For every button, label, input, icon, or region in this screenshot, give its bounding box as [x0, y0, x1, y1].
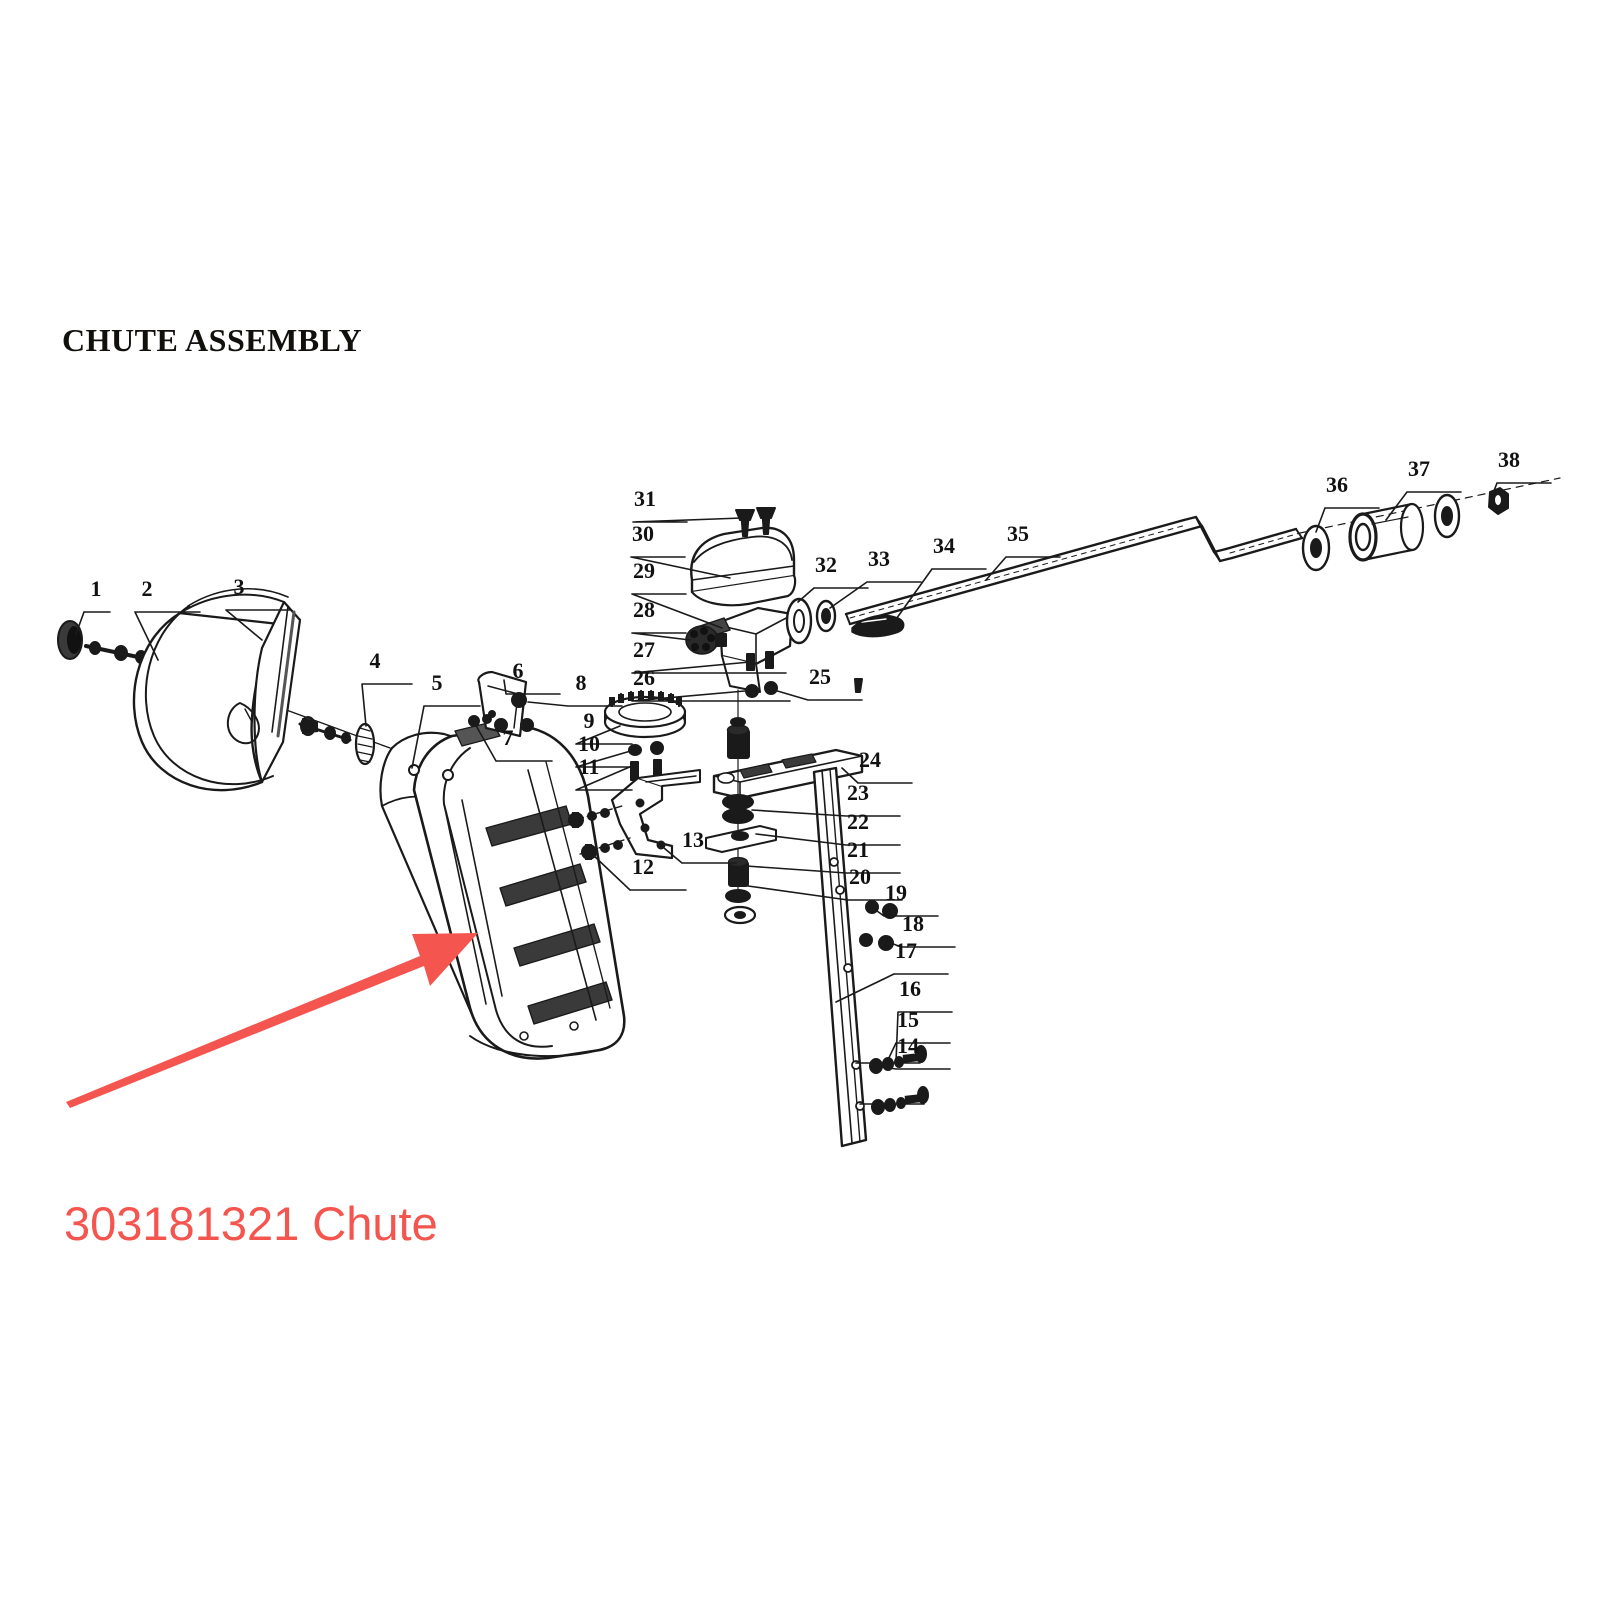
callout-number-12: 12 — [632, 854, 654, 879]
callout-number-38: 38 — [1498, 447, 1520, 472]
part-8-screws — [511, 692, 534, 732]
callout-number-24: 24 — [859, 747, 881, 772]
part-14-16-bolt-sets — [855, 1045, 929, 1115]
part-25-pin — [854, 678, 863, 693]
callout-number-29: 29 — [633, 558, 655, 583]
part-24-top-plate — [712, 748, 864, 800]
callout-number-2: 2 — [142, 576, 153, 601]
callout-number-31: 31 — [634, 486, 656, 511]
callout-number-37: 37 — [1408, 456, 1430, 481]
part-31-screws — [735, 507, 776, 537]
callout-number-25: 25 — [809, 664, 831, 689]
part-20-bushing — [725, 856, 751, 903]
part-5-chute-body — [379, 721, 626, 1060]
callout-number-28: 28 — [633, 597, 655, 622]
callout-number-9: 9 — [584, 708, 595, 733]
part-caption: 303181321 Chute — [64, 1197, 438, 1250]
page-title: CHUTE ASSEMBLY — [62, 322, 363, 358]
part-23-bushing — [726, 717, 750, 759]
part-32-washer — [785, 597, 813, 645]
part-4-wingnut — [298, 716, 376, 766]
part-10-washer — [628, 741, 664, 756]
part-37-end-washer — [1433, 493, 1461, 539]
part-13-bracket — [610, 769, 701, 860]
red-highlight-arrow — [66, 933, 478, 1108]
callout-number-22: 22 — [847, 809, 869, 834]
callout-number-34: 34 — [933, 533, 955, 558]
callout-number-10: 10 — [578, 731, 600, 756]
callout-number-13: 13 — [682, 827, 704, 852]
part-21-plate — [705, 825, 777, 853]
callout-number-1: 1 — [91, 576, 102, 601]
callout-number-21: 21 — [847, 837, 869, 862]
leader-lines — [75, 482, 1552, 1070]
callout-number-16: 16 — [899, 976, 921, 1001]
callout-number-15: 15 — [897, 1007, 919, 1032]
callout-number-26: 26 — [633, 665, 655, 690]
part-17-support-bar — [812, 766, 868, 1148]
callout-number-8: 8 — [576, 670, 587, 695]
callout-number-36: 36 — [1326, 472, 1348, 497]
part-22-washers — [722, 794, 754, 824]
part-1-knob — [57, 620, 83, 660]
part-37-tube — [1348, 502, 1425, 562]
callout-number-6: 6 — [513, 658, 524, 683]
part-28-coupling — [685, 625, 727, 655]
part-30-cover — [690, 526, 797, 607]
callout-number-23: 23 — [847, 780, 869, 805]
part-3-deflector — [132, 588, 302, 792]
callout-number-20: 20 — [849, 864, 871, 889]
callout-number-17: 17 — [895, 938, 917, 963]
callout-number-14: 14 — [897, 1033, 919, 1058]
callout-number-27: 27 — [633, 637, 655, 662]
callout-number-35: 35 — [1007, 521, 1029, 546]
part-12-bolts — [567, 805, 631, 860]
part-36-washer — [1301, 524, 1331, 572]
callout-number-7: 7 — [503, 725, 514, 750]
part-9-ring-gear — [603, 689, 687, 739]
part-35-crank-shaft — [844, 477, 1561, 626]
callout-number-32: 32 — [815, 552, 837, 577]
callout-number-11: 11 — [579, 754, 600, 779]
callout-number-5: 5 — [432, 670, 443, 695]
part-38-nut — [1488, 487, 1509, 515]
part-7-fastener — [468, 714, 508, 732]
callout-number-4: 4 — [370, 648, 381, 673]
part-19-washer — [723, 905, 757, 925]
callout-number-18: 18 — [902, 911, 924, 936]
part-26-balls — [745, 681, 778, 698]
callout-number-33: 33 — [868, 546, 890, 571]
part-33-washer — [815, 599, 837, 633]
part-29-gearbox — [699, 606, 794, 693]
callout-number-19: 19 — [885, 880, 907, 905]
callout-number-30: 30 — [632, 521, 654, 546]
callout-number-3: 3 — [234, 574, 245, 599]
